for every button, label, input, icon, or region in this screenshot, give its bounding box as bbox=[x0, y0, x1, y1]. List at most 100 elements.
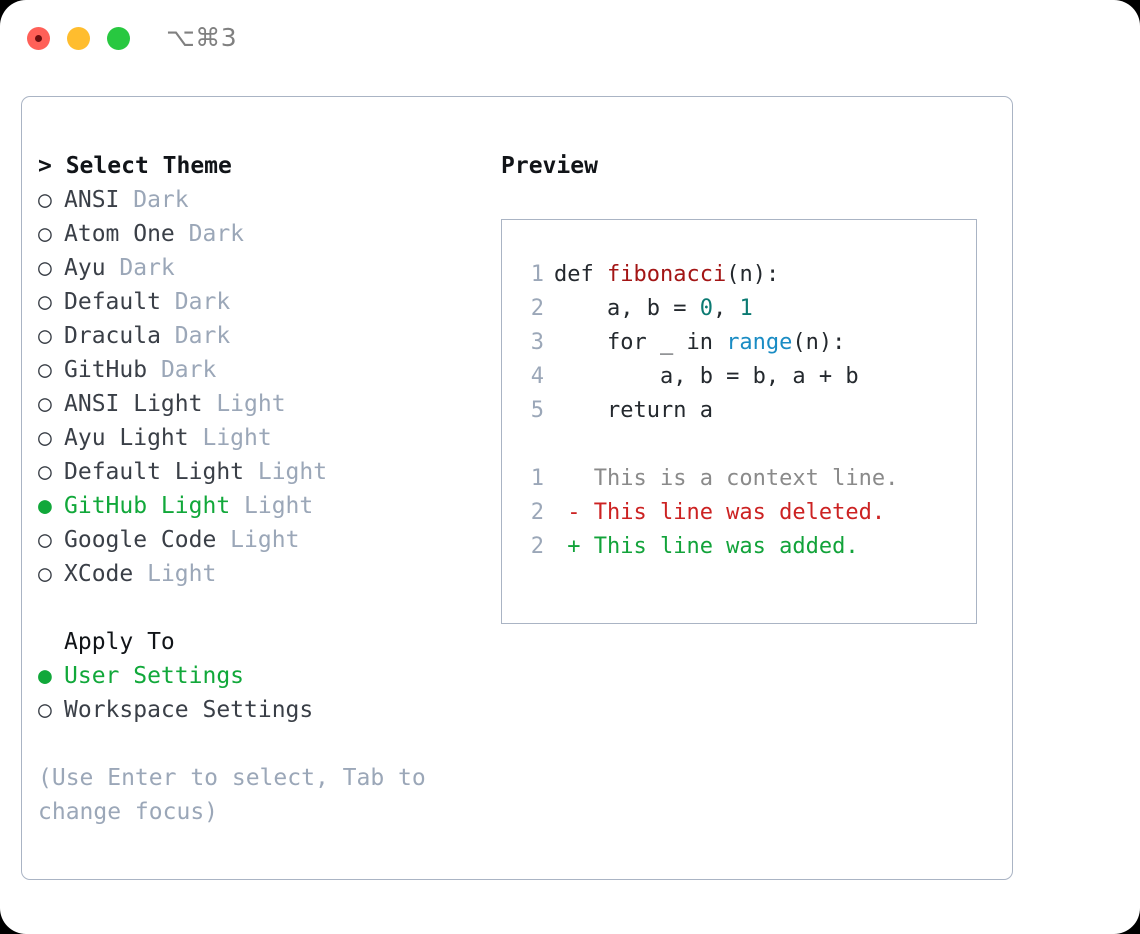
apply-to-option-label: User Settings bbox=[64, 663, 245, 689]
apply-to-list: ● User Settings○ Workspace Settings bbox=[38, 659, 478, 727]
code-token-plain: return a bbox=[554, 398, 713, 423]
theme-option-variant: Dark bbox=[174, 221, 245, 247]
code-token-num: 0 bbox=[699, 296, 713, 321]
code-token-fn: fibonacci bbox=[606, 262, 727, 287]
code-token-num: 1 bbox=[739, 296, 753, 321]
theme-option-variant: Dark bbox=[105, 255, 175, 281]
radio-unselected-icon: ○ bbox=[38, 357, 66, 383]
theme-option-variant: Dark bbox=[147, 357, 217, 383]
theme-option-label: XCode bbox=[64, 561, 134, 587]
line-number: 5 bbox=[530, 398, 544, 423]
theme-option-label: Default bbox=[64, 289, 161, 315]
hint-text: (Use Enter to select, Tab to change focu… bbox=[38, 765, 440, 825]
theme-option-dracula[interactable]: ○ Dracula Dark bbox=[38, 319, 478, 353]
radio-selected-icon: ● bbox=[38, 493, 66, 519]
theme-list-header-label: Select Theme bbox=[65, 153, 232, 179]
theme-option-ansi-light[interactable]: ○ ANSI Light Light bbox=[38, 387, 478, 421]
theme-option-variant: Dark bbox=[160, 323, 231, 349]
theme-option-ayu-light[interactable]: ○ Ayu Light Light bbox=[38, 421, 478, 455]
code-token-plain: def bbox=[554, 262, 607, 287]
line-number: 2 bbox=[530, 500, 544, 525]
code-token-plain: , bbox=[712, 296, 740, 321]
radio-unselected-icon: ○ bbox=[38, 289, 66, 315]
radio-unselected-icon: ○ bbox=[38, 459, 66, 485]
theme-option-atom-one[interactable]: ○ Atom One Dark bbox=[38, 217, 478, 251]
diff-line-add: 2 + This line was added. bbox=[502, 530, 976, 564]
diff-preview: 1 This is a context line.2 - This line w… bbox=[502, 462, 976, 564]
radio-unselected-icon: ○ bbox=[38, 255, 66, 281]
radio-unselected-icon: ○ bbox=[38, 425, 66, 451]
theme-option-label: GitHub Light bbox=[64, 493, 231, 519]
close-button[interactable] bbox=[27, 27, 50, 50]
theme-option-github-light[interactable]: ● GitHub Light Light bbox=[38, 489, 478, 523]
theme-option-default[interactable]: ○ Default Dark bbox=[38, 285, 478, 319]
theme-option-ansi[interactable]: ○ ANSI Dark bbox=[38, 183, 478, 217]
theme-option-label: Ayu Light bbox=[64, 425, 189, 451]
section-spacer bbox=[38, 591, 478, 625]
theme-option-variant: Dark bbox=[160, 289, 231, 315]
radio-unselected-icon: ○ bbox=[38, 187, 66, 213]
theme-option-google-code[interactable]: ○ Google Code Light bbox=[38, 523, 478, 557]
minimize-button[interactable] bbox=[67, 27, 90, 50]
keyboard-shortcut-label: ⌥⌘3 bbox=[166, 23, 238, 52]
theme-option-label: Dracula bbox=[64, 323, 161, 349]
main-panel: > Select Theme ○ ANSI Dark○ Atom One Dar… bbox=[21, 96, 1013, 880]
diff-text: This is a context line. bbox=[554, 466, 899, 491]
theme-option-variant: Light bbox=[133, 561, 217, 587]
line-number: 1 bbox=[530, 262, 544, 287]
diff-line-ctx: 1 This is a context line. bbox=[502, 462, 976, 496]
theme-list-header: > Select Theme bbox=[38, 149, 478, 183]
radio-unselected-icon: ○ bbox=[38, 527, 66, 553]
apply-to-option-user-settings[interactable]: ● User Settings bbox=[38, 659, 478, 693]
theme-option-default-light[interactable]: ○ Default Light Light bbox=[38, 455, 478, 489]
theme-option-xcode[interactable]: ○ XCode Light bbox=[38, 557, 478, 591]
code-token-plain: a, b = b, a + b bbox=[554, 364, 859, 389]
theme-option-label: GitHub bbox=[64, 357, 148, 383]
code-token-plain: a, b = bbox=[554, 296, 700, 321]
theme-option-variant: Light bbox=[188, 425, 272, 451]
diff-line-del: 2 - This line was deleted. bbox=[502, 496, 976, 530]
theme-option-label: ANSI Light bbox=[64, 391, 203, 417]
code-line: 2 a, b = 0, 1 bbox=[502, 292, 976, 326]
radio-unselected-icon: ○ bbox=[38, 561, 66, 587]
diff-text: - This line was deleted. bbox=[554, 500, 886, 525]
maximize-button[interactable] bbox=[107, 27, 130, 50]
apply-to-option-workspace-settings[interactable]: ○ Workspace Settings bbox=[38, 693, 478, 727]
theme-option-variant: Light bbox=[244, 459, 328, 485]
code-token-plain: (n): bbox=[792, 330, 846, 355]
radio-unselected-icon: ○ bbox=[38, 221, 66, 247]
theme-option-variant: Light bbox=[216, 527, 300, 553]
line-number: 4 bbox=[530, 364, 544, 389]
radio-unselected-icon: ○ bbox=[38, 323, 66, 349]
theme-option-variant: Dark bbox=[119, 187, 189, 213]
line-number: 2 bbox=[530, 296, 544, 321]
code-token-plain: for _ in bbox=[554, 330, 727, 355]
apply-to-option-label: Workspace Settings bbox=[64, 697, 314, 723]
apply-to-title: Apply To bbox=[64, 629, 175, 655]
code-line: 3 for _ in range(n): bbox=[502, 326, 976, 360]
theme-selector-column: > Select Theme ○ ANSI Dark○ Atom One Dar… bbox=[38, 149, 478, 829]
title-bar: ⌥⌘3 bbox=[0, 0, 1140, 78]
line-number: 2 bbox=[530, 534, 544, 559]
theme-option-variant: Light bbox=[202, 391, 286, 417]
radio-unselected-icon: ○ bbox=[38, 391, 66, 417]
code-token-plain: (n): bbox=[726, 262, 780, 287]
theme-option-label: Atom One bbox=[64, 221, 175, 247]
theme-option-github[interactable]: ○ GitHub Dark bbox=[38, 353, 478, 387]
code-token-call: range bbox=[726, 330, 793, 355]
theme-list: ○ ANSI Dark○ Atom One Dark○ Ayu Dark○ De… bbox=[38, 183, 478, 591]
code-line: 5 return a bbox=[502, 394, 976, 428]
code-line: 4 a, b = b, a + b bbox=[502, 360, 976, 394]
theme-option-ayu[interactable]: ○ Ayu Dark bbox=[38, 251, 478, 285]
line-number: 3 bbox=[530, 330, 544, 355]
theme-option-label: Google Code bbox=[64, 527, 217, 553]
radio-selected-icon: ● bbox=[38, 663, 66, 689]
code-diff-spacer bbox=[502, 428, 976, 462]
caret-icon: > bbox=[38, 153, 66, 179]
diff-text: + This line was added. bbox=[554, 534, 859, 559]
code-line: 1 def fibonacci(n): bbox=[502, 258, 976, 292]
